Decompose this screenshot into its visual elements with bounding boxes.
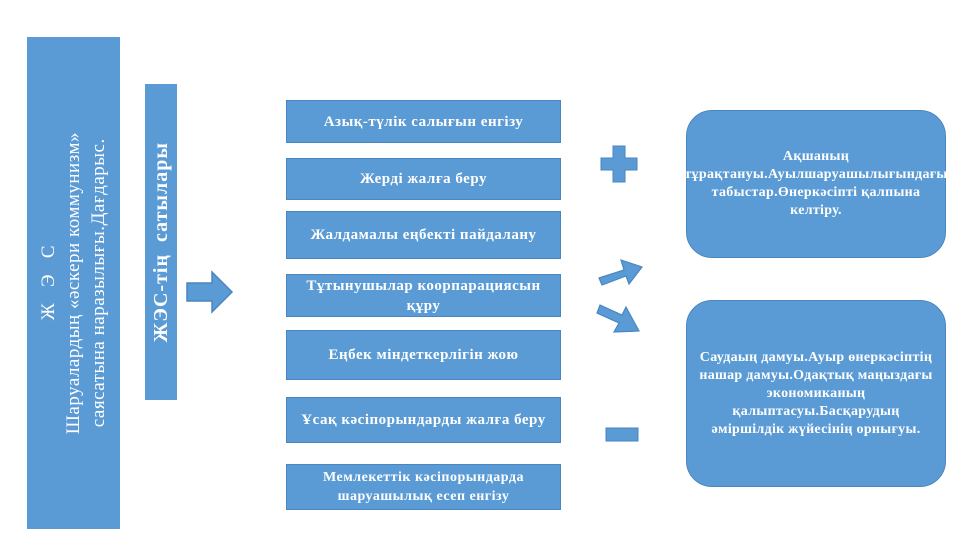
action-box: Тұтынушылар коорпарациясын құру (286, 274, 561, 317)
action-label: Тұтынушылар коорпарациясын құру (306, 277, 541, 314)
up-right-arrow-icon (598, 259, 643, 286)
action-label: Жалдамалы еңбекті пайдалану (310, 227, 537, 243)
action-box: Ұсақ кәсіпорындарды жалға беру (286, 397, 561, 443)
nep-stages-label: ЖЭС-тің сатылары (149, 141, 172, 343)
action-box: Жалдамалы еңбекті пайдалану (286, 211, 561, 259)
nep-cause-line2: саясатына наразылығы.Дағдарыс. (88, 138, 109, 428)
negative-result-box: Саудаың дамуы.Ауыр өнеркәсіптің нашар да… (686, 300, 946, 487)
action-label: Еңбек міндеткерлігін жою (328, 347, 519, 363)
action-label: Ұсақ кәсіпорындарды жалға беру (301, 412, 546, 428)
down-right-arrow-icon (596, 304, 640, 333)
plus-icon (600, 145, 638, 183)
action-box: Азық-түлік салығын енгізу (286, 100, 561, 143)
action-box: Еңбек міндеткерлігін жою (286, 330, 561, 380)
action-label: Жерді жалға беру (360, 171, 487, 187)
action-label: Мемлекеттік кәсіпорындарда шаруашылық ес… (323, 470, 524, 504)
action-box: Мемлекеттік кәсіпорындарда шаруашылық ес… (286, 464, 561, 510)
nep-cause-line1: Шаруалардың «әскери коммунизм» (63, 131, 84, 435)
action-label: Азық-түлік салығын енгізу (323, 113, 524, 130)
nep-stages-bar: ЖЭС-тің сатылары (145, 84, 177, 400)
right-arrow-icon (186, 270, 234, 314)
minus-icon (605, 427, 639, 442)
negative-result-text: Саудаың дамуы.Ауыр өнеркәсіптің нашар да… (699, 349, 933, 437)
positive-result-text: Ақшаның тұрақтануы.Ауылшаруашылығындағы … (684, 149, 948, 218)
positive-result-box: Ақшаның тұрақтануы.Ауылшаруашылығындағы … (684, 110, 948, 258)
action-box: Жерді жалға беру (286, 158, 561, 200)
nep-title: Ж Э С (38, 245, 59, 321)
